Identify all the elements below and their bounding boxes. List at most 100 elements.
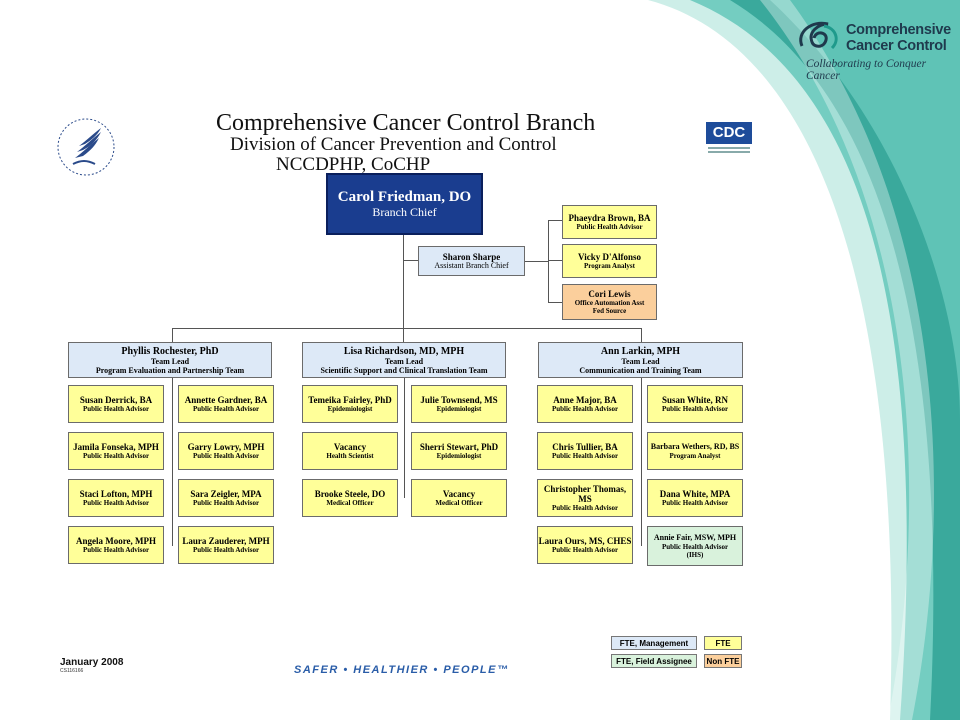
- org-node-role: Public Health Advisor: [82, 452, 150, 460]
- org-node-chief: Carol Friedman, DO Branch Chief: [326, 173, 483, 235]
- legend-fte-field-assignee: FTE, Field Assignee: [611, 654, 697, 668]
- connector-line: [548, 260, 562, 261]
- org-node-role: Public Health Advisor: [82, 405, 150, 413]
- org-node-team-name: Scientific Support and Clinical Translat…: [320, 365, 488, 375]
- org-node-name: Brooke Steele, DO: [314, 489, 386, 499]
- org-node-role: Public Health Advisor: [551, 504, 619, 512]
- org-node-member: Sherri Stewart, PhD Epidemiologist: [411, 432, 507, 470]
- org-node-role: Epidemiologist: [436, 452, 482, 460]
- org-node-member: Vacancy Medical Officer: [411, 479, 507, 517]
- org-node-member: Annie Fair, MSW, MPH Public Health Advis…: [647, 526, 743, 566]
- org-node-role-detail: Fed Source: [592, 307, 627, 315]
- brand-name: Comprehensive Cancer Control: [846, 22, 951, 54]
- org-node-name: Barbara Wethers, RD, BS: [650, 442, 740, 451]
- org-node-member: Temeika Fairley, PhD Epidemiologist: [302, 385, 398, 423]
- org-node-role: Public Health Advisor: [82, 546, 150, 554]
- swirl-logo-icon: [799, 21, 838, 50]
- footer-doc-number: CS116166: [60, 668, 84, 674]
- footer-date: January 2008: [60, 657, 124, 668]
- org-node-name: Angela Moore, MPH: [75, 536, 157, 546]
- connector-line: [403, 328, 404, 342]
- connector-line: [641, 328, 642, 342]
- org-node-role: Public Health Advisor: [192, 546, 260, 554]
- org-node-team-lead: Phyllis Rochester, PhD Team Lead Program…: [68, 342, 272, 378]
- org-node-role: Epidemiologist: [327, 405, 373, 413]
- org-node-name: Annie Fair, MSW, MPH: [653, 533, 737, 542]
- org-node-name: Christopher Thomas, MS: [543, 484, 627, 504]
- connector-line: [525, 261, 548, 262]
- org-node-member: Garry Lowry, MPH Public Health Advisor: [178, 432, 274, 470]
- org-node-member: Christopher Thomas, MS Public Health Adv…: [537, 479, 633, 517]
- connector-line: [548, 302, 562, 303]
- legend-fte-management: FTE, Management: [611, 636, 697, 650]
- org-node-name: Laura Ours, MS, CHES: [538, 536, 632, 546]
- comprehensive-cancer-control-logo: [794, 18, 850, 58]
- connector-line: [172, 378, 173, 546]
- org-node-staff: Phaeydra Brown, BA Public Health Advisor: [562, 205, 657, 239]
- org-node-assistant: Sharon Sharpe Assistant Branch Chief: [418, 246, 525, 276]
- org-node-name: Phyllis Rochester, PhD: [121, 345, 219, 357]
- org-node-name: Chris Tullier, BA: [552, 442, 618, 452]
- org-node-role: Public Health Advisor: [82, 499, 150, 507]
- connector-line: [172, 328, 173, 342]
- brand-name-line1: Comprehensive: [846, 22, 951, 38]
- org-node-member: Chris Tullier, BA Public Health Advisor: [537, 432, 633, 470]
- org-node-role: Office Automation Asst: [574, 299, 645, 307]
- org-node-member: Anne Major, BA Public Health Advisor: [537, 385, 633, 423]
- org-node-role: Program Analyst: [583, 262, 635, 270]
- org-node-role: Public Health Advisor: [551, 405, 619, 413]
- org-node-name: Julie Townsend, MS: [420, 395, 498, 405]
- org-node-member: Staci Lofton, MPH Public Health Advisor: [68, 479, 164, 517]
- org-node-role: Public Health Advisor: [661, 543, 729, 551]
- org-node-role: Epidemiologist: [436, 405, 482, 413]
- org-node-name: Garry Lowry, MPH: [187, 442, 265, 452]
- org-node-role: Program Analyst: [669, 452, 721, 460]
- org-node-role: Team Lead: [384, 356, 424, 366]
- connector-line: [403, 260, 418, 261]
- org-node-member: Angela Moore, MPH Public Health Advisor: [68, 526, 164, 564]
- org-node-name: Sharon Sharpe: [442, 252, 501, 262]
- org-node-name: Anne Major, BA: [553, 395, 617, 405]
- org-node-team-name: Program Evaluation and Partnership Team: [95, 365, 245, 375]
- org-node-role: Public Health Advisor: [551, 452, 619, 460]
- org-node-name: Jamila Fonseka, MPH: [73, 442, 159, 452]
- org-node-name: Vacancy: [333, 442, 367, 452]
- org-node-role: Branch Chief: [372, 205, 437, 219]
- brand-name-line2: Cancer Control: [846, 38, 947, 54]
- org-node-role: Public Health Advisor: [551, 546, 619, 554]
- org-node-name: Susan Derrick, BA: [79, 395, 153, 405]
- org-node-member: Laura Zauderer, MPH Public Health Adviso…: [178, 526, 274, 564]
- org-node-role: Health Scientist: [326, 452, 374, 460]
- org-node-name: Ann Larkin, MPH: [600, 345, 681, 357]
- cdc-logo-fineprint: [708, 151, 750, 153]
- org-node-role: Public Health Advisor: [661, 499, 729, 507]
- cdc-logo-mark: CDC: [706, 122, 752, 144]
- org-node-team-lead: Ann Larkin, MPH Team Lead Communication …: [538, 342, 743, 378]
- org-node-staff: Cori Lewis Office Automation Asst Fed So…: [562, 284, 657, 320]
- org-node-team-name: Communication and Training Team: [579, 365, 702, 375]
- org-node-team-lead: Lisa Richardson, MD, MPH Team Lead Scien…: [302, 342, 506, 378]
- org-node-role: Team Lead: [621, 356, 660, 366]
- org-node-name: Laura Zauderer, MPH: [182, 536, 270, 546]
- connector-line: [403, 235, 404, 328]
- cdc-logo: CDC: [706, 122, 754, 158]
- brand-tagline: Collaborating to Conquer Cancer: [806, 58, 927, 82]
- org-node-role: Team Lead: [150, 356, 190, 366]
- org-node-role: Public Health Advisor: [192, 405, 260, 413]
- connector-line: [641, 378, 642, 546]
- org-node-role: Public Health Advisor: [576, 223, 643, 231]
- org-node-member: Jamila Fonseka, MPH Public Health Adviso…: [68, 432, 164, 470]
- chart-subtitle-division: Division of Cancer Prevention and Contro…: [230, 134, 557, 155]
- org-node-name: Sherri Stewart, PhD: [419, 442, 499, 452]
- org-node-role: Medical Officer: [326, 499, 374, 507]
- org-node-name: Cori Lewis: [588, 289, 631, 299]
- org-node-name: Staci Lofton, MPH: [79, 489, 153, 499]
- org-node-name: Dana White, MPA: [659, 489, 731, 499]
- org-node-member: Barbara Wethers, RD, BS Program Analyst: [647, 432, 743, 470]
- legend-non-fte: Non FTE: [704, 654, 742, 668]
- footer-slogan: SAFER • HEALTHIER • PEOPLE™: [294, 664, 510, 676]
- org-node-member: Dana White, MPA Public Health Advisor: [647, 479, 743, 517]
- org-node-role-detail: (IHS): [686, 551, 704, 559]
- org-node-role: Medical Officer: [435, 499, 483, 507]
- org-node-role: Public Health Advisor: [192, 499, 260, 507]
